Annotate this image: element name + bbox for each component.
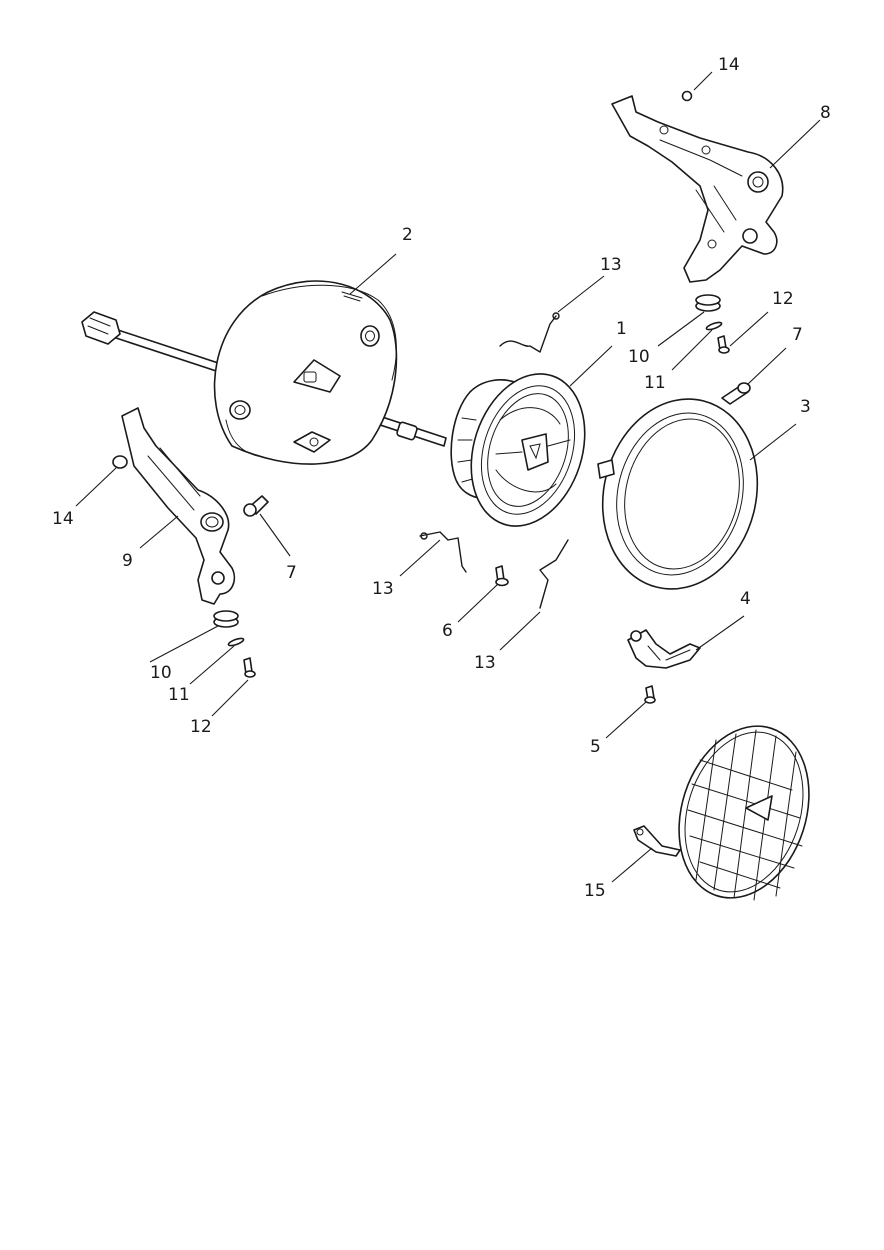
callout-4: 4 <box>740 589 751 609</box>
led-headlamp-unit <box>450 373 586 527</box>
bezel-ring <box>597 398 759 590</box>
screw-6 <box>495 565 509 587</box>
washer-10-left <box>213 610 239 628</box>
mesh-grille <box>633 725 810 901</box>
callout-6: 6 <box>442 621 453 641</box>
screw-12-right <box>717 335 730 354</box>
callout-5: 5 <box>590 737 601 757</box>
callout-7-right: 7 <box>792 325 803 345</box>
callout-13-lower: 13 <box>474 653 496 673</box>
leader-lines <box>75 71 821 883</box>
right-mounting-bracket <box>611 95 784 283</box>
callout-15: 15 <box>584 881 606 901</box>
o-ring-11-left <box>227 637 245 647</box>
callout-13-upper: 13 <box>600 255 622 275</box>
left-mounting-bracket <box>121 407 236 605</box>
lower-mount-bracket <box>627 629 701 669</box>
callout-1: 1 <box>616 319 627 339</box>
wire-clip-13-lower <box>539 539 569 609</box>
callout-7-left: 7 <box>286 563 297 583</box>
callout-9: 9 <box>122 551 133 571</box>
callout-12-left: 12 <box>190 717 212 737</box>
callout-11-right: 11 <box>644 373 666 393</box>
grommet-14-right <box>681 90 693 102</box>
callout-3: 3 <box>800 397 811 417</box>
callout-8: 8 <box>820 103 831 123</box>
wire-clip-13-left <box>419 531 467 573</box>
screw-12-left <box>243 657 256 678</box>
callout-14-right: 14 <box>718 55 740 75</box>
callout-10-left: 10 <box>150 663 172 683</box>
grommet-14-left <box>112 455 128 469</box>
callout-14-left: 14 <box>52 509 74 529</box>
screw-7-left <box>243 495 269 517</box>
o-ring-11-right <box>705 321 723 331</box>
headlamp-shell <box>213 280 398 465</box>
callout-13-left: 13 <box>372 579 394 599</box>
wire-clip-13-upper <box>499 312 560 353</box>
callout-2: 2 <box>402 225 413 245</box>
callout-10-right: 10 <box>628 347 650 367</box>
callout-12-right: 12 <box>772 289 794 309</box>
screw-7-right <box>721 382 751 405</box>
washer-10-right <box>695 294 721 312</box>
callout-labels: 1 2 3 4 5 6 7 7 8 9 10 10 11 11 12 12 13… <box>52 55 831 901</box>
callout-11-left: 11 <box>168 685 190 705</box>
screw-5 <box>644 685 656 704</box>
